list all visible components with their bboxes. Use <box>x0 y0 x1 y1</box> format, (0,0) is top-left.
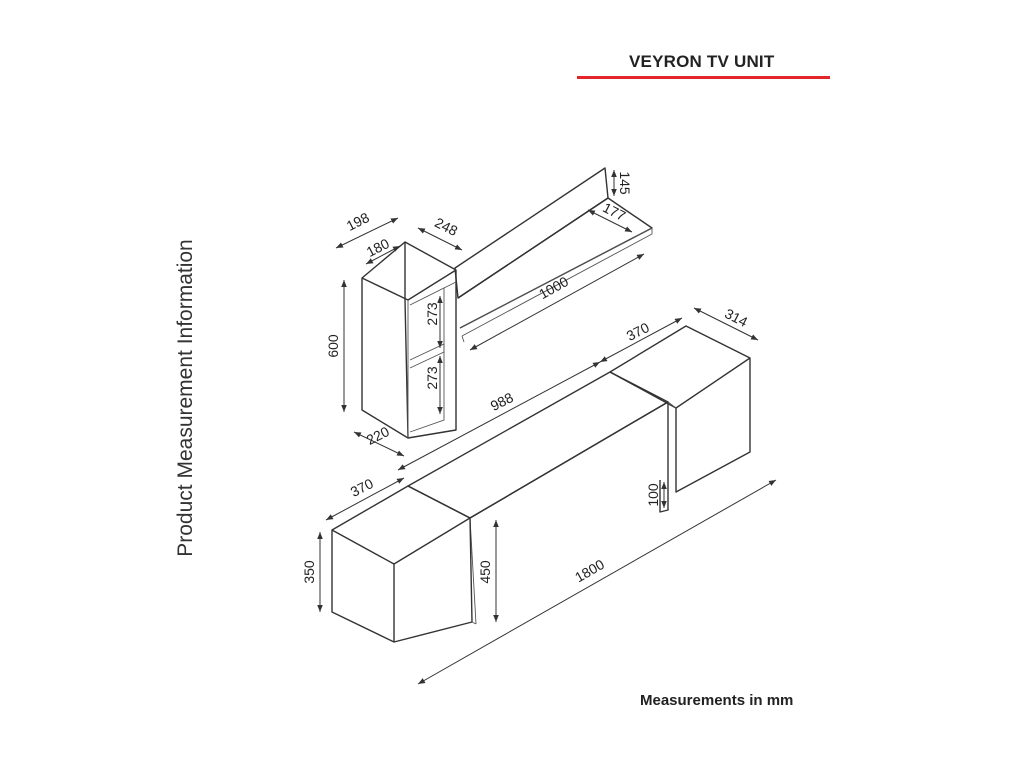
dim-shelf-height: 145 <box>617 171 633 195</box>
dim-right-module-length: 370 <box>624 319 652 344</box>
dim-shelf-length: 1000 <box>536 273 571 302</box>
dim-shelf-depth: 177 <box>600 199 628 224</box>
dim-shelf-mount: 248 <box>432 214 460 239</box>
dim-compartment-bottom: 273 <box>424 366 440 390</box>
dim-center-height: 450 <box>477 560 493 584</box>
page-title: VEYRON TV UNIT <box>629 52 775 71</box>
dim-cabinet-height: 600 <box>325 334 341 358</box>
dim-left-module-length: 370 <box>348 475 376 500</box>
dim-leg-height: 100 <box>645 483 661 507</box>
dim-compartment-top: 273 <box>424 302 440 326</box>
wall-cabinet <box>361 241 457 439</box>
title-underline <box>577 76 830 79</box>
dim-left-module-height: 350 <box>301 560 317 584</box>
tv-unit <box>331 325 751 643</box>
dim-cabinet-width-outer: 198 <box>344 209 372 234</box>
dimension-lines <box>317 170 777 685</box>
dim-total-length: 1800 <box>572 556 607 586</box>
dim-unit-depth: 314 <box>722 305 750 330</box>
units-note: Measurements in mm <box>640 692 794 709</box>
dim-cabinet-depth: 220 <box>364 423 392 448</box>
dim-middle-module-length: 988 <box>488 389 516 414</box>
dimension-labels: 145 177 1000 248 198 180 600 273 273 220… <box>301 171 750 585</box>
